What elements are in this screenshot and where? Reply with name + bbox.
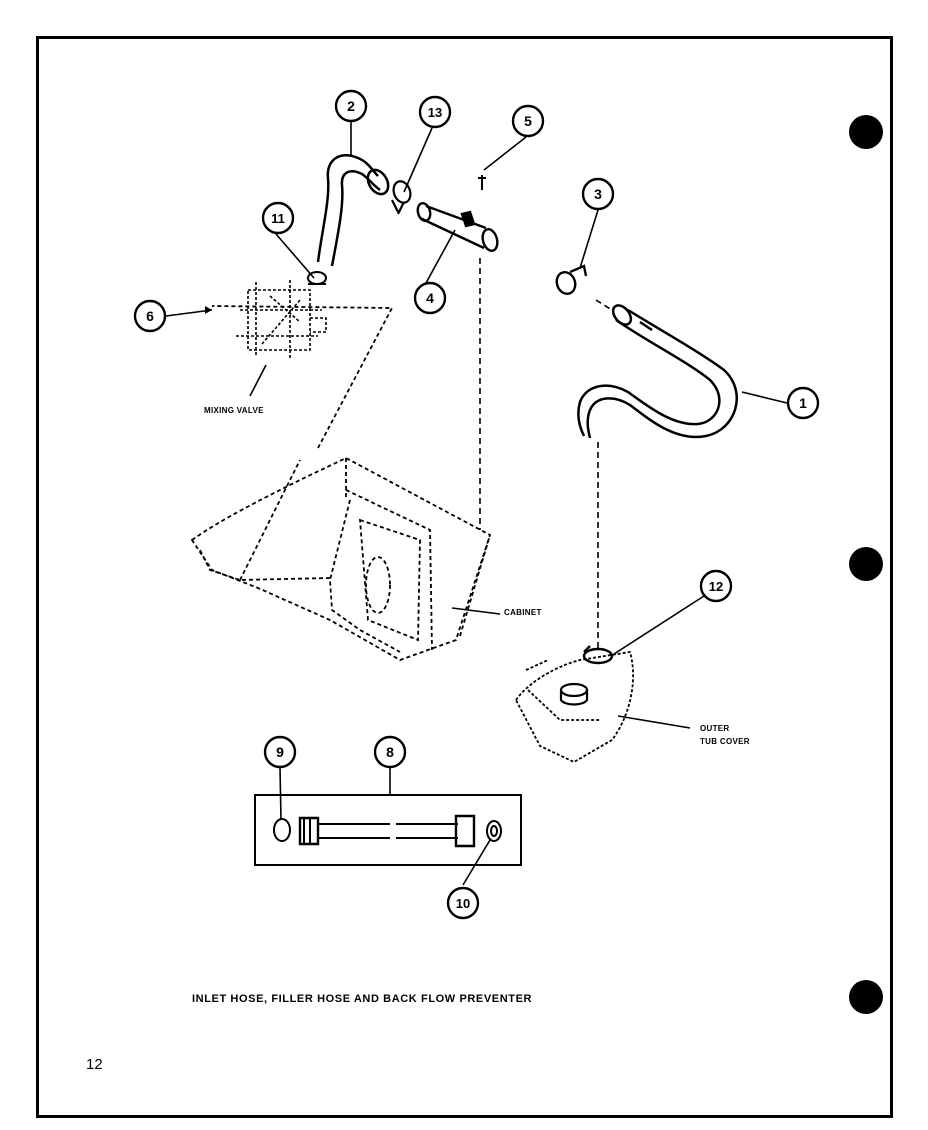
callout-8: 8 — [373, 735, 407, 769]
callout-circle-1 — [786, 386, 820, 420]
outer-tub-cover — [514, 650, 634, 764]
callout-number-10: 10 — [456, 896, 470, 911]
callout-9: 9 — [263, 735, 297, 769]
arrowhead-6 — [205, 306, 212, 314]
callout-1: 1 — [786, 386, 820, 420]
callout-number-2: 2 — [347, 98, 355, 114]
callout-13: 13 — [418, 95, 452, 129]
tub-inlet-fitting — [559, 682, 589, 706]
inlet-hose-assembly — [254, 794, 522, 866]
callout-12: 12 — [699, 569, 733, 603]
clamp-11 — [307, 271, 327, 285]
label-cabinet: CABINET — [504, 608, 542, 617]
callout-6: 6 — [133, 299, 167, 333]
callout-10: 10 — [446, 886, 480, 920]
callout-5: 5 — [511, 104, 545, 138]
callout-circle-10 — [446, 886, 480, 920]
callout-circle-13 — [418, 95, 452, 129]
callout-circle-4 — [413, 281, 447, 315]
label-mixing-valve: MIXING VALVE — [204, 406, 264, 415]
callout-circle-6 — [133, 299, 167, 333]
page-border — [36, 36, 893, 1118]
callout-circle-9 — [263, 735, 297, 769]
callout-11: 11 — [261, 201, 295, 235]
mixing-valve — [236, 280, 327, 360]
label-outer-tub-cover-line1: OUTER — [700, 724, 730, 733]
callout-circle-2 — [334, 89, 368, 123]
callout-circle-12 — [699, 569, 733, 603]
callout-leaders — [165, 122, 788, 886]
callout-circle-3 — [581, 177, 615, 211]
callout-circle-8 — [373, 735, 407, 769]
callout-number-1: 1 — [799, 395, 807, 411]
callout-number-13: 13 — [428, 105, 442, 120]
clamp-3 — [555, 264, 588, 295]
callout-circle-5 — [511, 104, 545, 138]
callout-number-6: 6 — [146, 308, 154, 324]
callout-circle-11 — [261, 201, 295, 235]
callout-4: 4 — [413, 281, 447, 315]
binder-hole-middle — [849, 547, 883, 581]
callout-number-5: 5 — [524, 113, 532, 129]
page-number: 12 — [86, 1056, 103, 1073]
binder-hole-bottom — [849, 980, 883, 1014]
inlet-hose — [577, 304, 739, 439]
callout-3: 3 — [581, 177, 615, 211]
figure-caption: INLET HOSE, FILLER HOSE AND BACK FLOW PR… — [192, 993, 533, 1005]
callout-number-3: 3 — [594, 186, 602, 202]
callout-number-8: 8 — [386, 744, 394, 760]
callout-number-11: 11 — [271, 211, 285, 226]
callout-2: 2 — [334, 89, 368, 123]
callout-number-12: 12 — [709, 579, 723, 594]
screw-5 — [478, 175, 486, 190]
leader-3-hose — [595, 299, 613, 311]
clamp-12 — [582, 645, 614, 665]
callout-number-4: 4 — [426, 290, 434, 306]
binder-hole-top — [849, 115, 883, 149]
back-flow-preventer — [416, 201, 499, 252]
label-outer-tub-cover-line2: TUB COVER — [700, 737, 750, 746]
filler-hose — [316, 153, 390, 267]
callout-number-9: 9 — [276, 744, 284, 760]
cabinet-outline — [190, 305, 492, 661]
clamp-13 — [391, 180, 412, 215]
